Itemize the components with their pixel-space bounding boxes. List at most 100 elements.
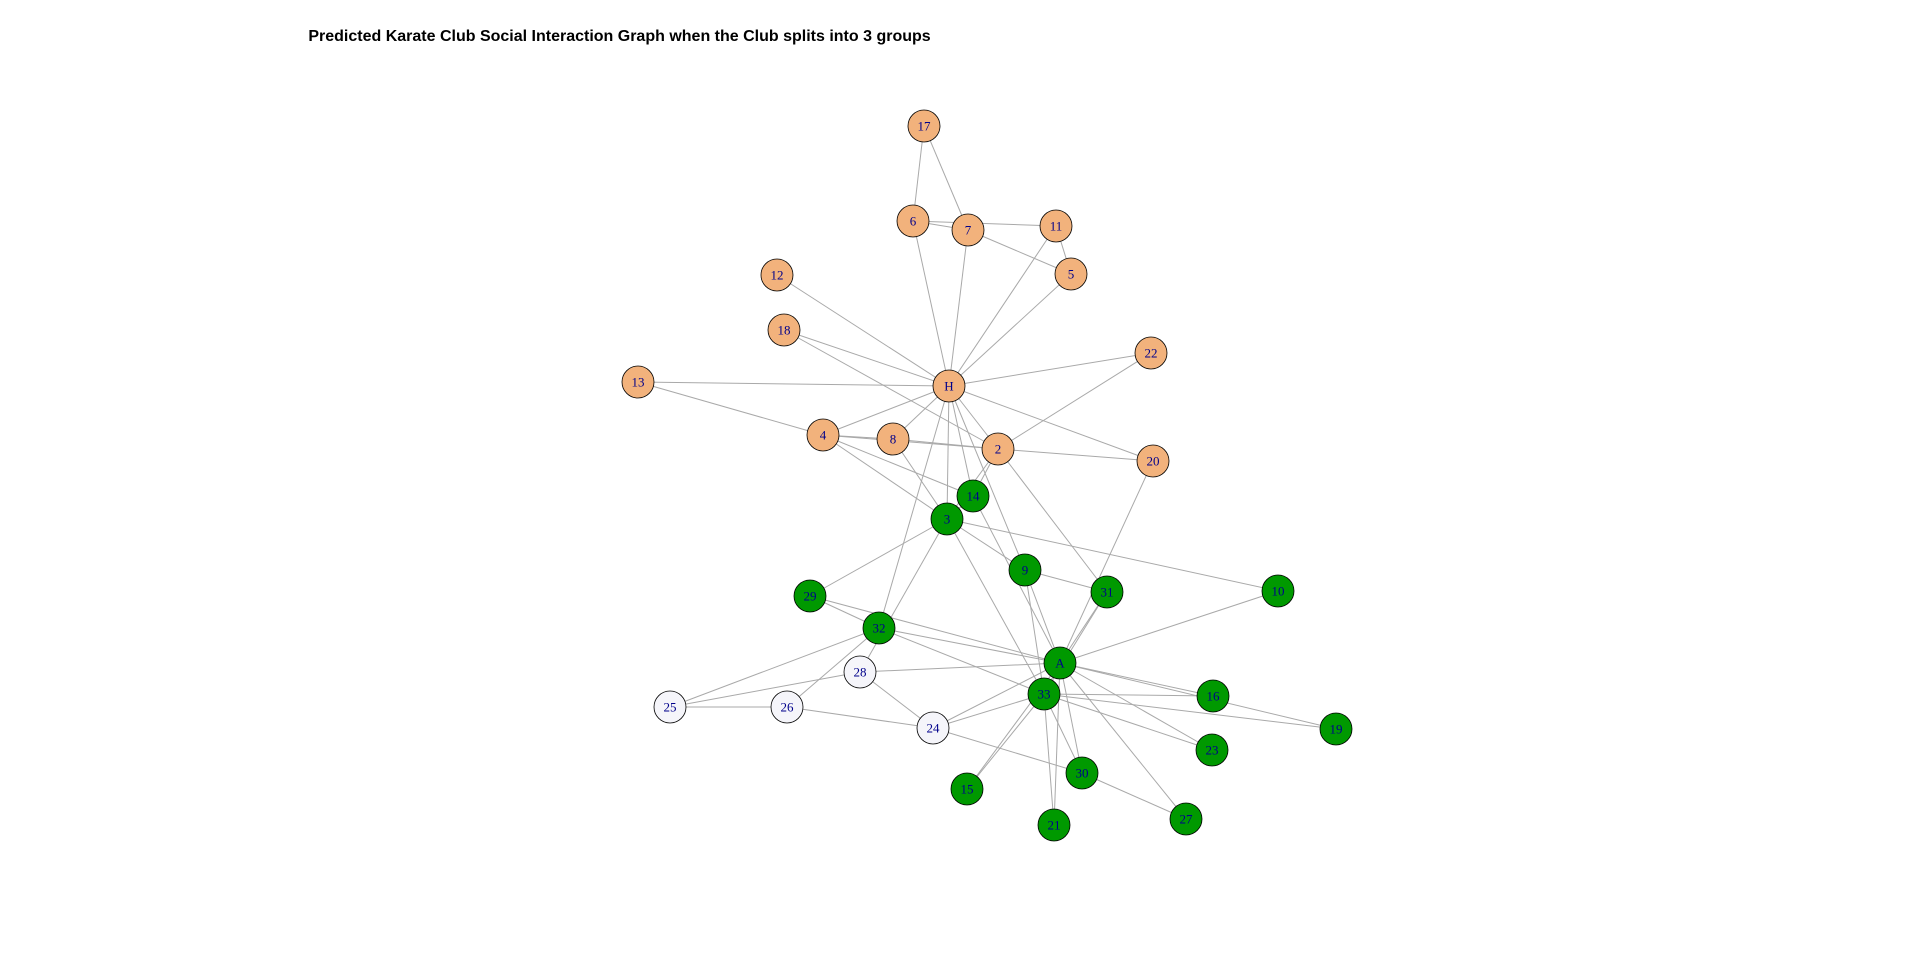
node-label: 24 bbox=[927, 721, 941, 736]
node-16: 16 bbox=[1196, 679, 1230, 713]
edge-H-11 bbox=[948, 225, 1057, 387]
node-circle bbox=[621, 365, 655, 399]
node-circle bbox=[1065, 756, 1099, 790]
node-circle bbox=[1169, 802, 1203, 836]
node-label: 25 bbox=[664, 700, 677, 715]
node-label: A bbox=[1055, 656, 1065, 671]
node-33: 33 bbox=[1027, 677, 1061, 711]
edge-24-33 bbox=[932, 693, 1045, 729]
edge-27-30 bbox=[1081, 772, 1187, 820]
node-circle bbox=[932, 369, 966, 403]
node-10: 10 bbox=[1261, 574, 1295, 608]
edge-27-A bbox=[1059, 662, 1187, 820]
node-label: 32 bbox=[873, 621, 886, 636]
node-label: 10 bbox=[1272, 584, 1285, 599]
edge-H-9 bbox=[948, 385, 1026, 571]
node-label: 12 bbox=[771, 268, 784, 283]
edge-23-A bbox=[1059, 662, 1213, 751]
node-label: 20 bbox=[1147, 454, 1160, 469]
node-label: 21 bbox=[1048, 818, 1061, 833]
edge-H-6 bbox=[912, 220, 950, 387]
edge-5-7 bbox=[967, 229, 1072, 275]
edge-3-10 bbox=[946, 518, 1279, 592]
edge-24-A bbox=[932, 662, 1061, 729]
node-circle bbox=[956, 479, 990, 513]
node-label: 30 bbox=[1076, 766, 1089, 781]
node-circle bbox=[770, 690, 804, 724]
node-19: 19 bbox=[1319, 712, 1353, 746]
node-circle bbox=[1037, 808, 1071, 842]
node-circle bbox=[843, 655, 877, 689]
node-13: 13 bbox=[621, 365, 655, 399]
node-circle bbox=[950, 772, 984, 806]
node-23: 23 bbox=[1195, 733, 1229, 767]
node-30: 30 bbox=[1065, 756, 1099, 790]
edge-3-4 bbox=[822, 434, 948, 520]
edge-H-22 bbox=[948, 352, 1152, 387]
node-11: 11 bbox=[1039, 209, 1073, 243]
node-32: 32 bbox=[862, 611, 896, 645]
node-circle bbox=[981, 432, 1015, 466]
node-17: 17 bbox=[907, 109, 941, 143]
edge-H-14 bbox=[948, 385, 974, 497]
node-28: 28 bbox=[843, 655, 877, 689]
node-label: 31 bbox=[1101, 585, 1114, 600]
node-29: 29 bbox=[793, 579, 827, 613]
node-label: 18 bbox=[778, 323, 791, 338]
node-label: 14 bbox=[967, 489, 981, 504]
node-circle bbox=[1008, 553, 1042, 587]
node-label: 22 bbox=[1145, 346, 1158, 361]
node-label: 9 bbox=[1022, 563, 1029, 578]
node-label: 11 bbox=[1050, 219, 1063, 234]
edge-19-33 bbox=[1043, 693, 1337, 730]
node-circle bbox=[1195, 733, 1229, 767]
edge-9-A bbox=[1024, 569, 1061, 664]
node-circle bbox=[1319, 712, 1353, 746]
node-label: 16 bbox=[1207, 689, 1221, 704]
node-label: 33 bbox=[1038, 687, 1051, 702]
node-7: 7 bbox=[951, 213, 985, 247]
edge-24-26 bbox=[786, 706, 934, 729]
node-circle bbox=[896, 204, 930, 238]
edges-layer bbox=[637, 125, 1337, 826]
edge-16-33 bbox=[1043, 693, 1214, 697]
edge-20-A bbox=[1059, 460, 1154, 664]
node-label: 13 bbox=[632, 375, 645, 390]
edge-2-18 bbox=[783, 329, 999, 450]
node-label: 19 bbox=[1330, 722, 1343, 737]
node-circle bbox=[1054, 257, 1088, 291]
node-circle bbox=[1136, 444, 1170, 478]
edge-2-8 bbox=[892, 438, 999, 450]
edge-2-22 bbox=[997, 352, 1152, 450]
node-label: 29 bbox=[804, 589, 817, 604]
edge-6-11 bbox=[912, 220, 1057, 227]
edge-7-17 bbox=[923, 125, 969, 231]
node-5: 5 bbox=[1054, 257, 1088, 291]
edge-H-5 bbox=[948, 273, 1072, 387]
node-3: 3 bbox=[930, 502, 964, 536]
node-circle bbox=[760, 258, 794, 292]
node-label: 5 bbox=[1068, 267, 1075, 282]
node-20: 20 bbox=[1136, 444, 1170, 478]
edge-16-A bbox=[1059, 662, 1214, 697]
nodes-layer: H234567891011121314151617181920212223242… bbox=[621, 109, 1353, 842]
edge-28-A bbox=[859, 662, 1061, 673]
node-12: 12 bbox=[760, 258, 794, 292]
node-2: 2 bbox=[981, 432, 1015, 466]
node-label: 2 bbox=[995, 442, 1002, 457]
node-circle bbox=[876, 422, 910, 456]
node-31: 31 bbox=[1090, 575, 1124, 609]
node-A: A bbox=[1043, 646, 1077, 680]
node-9: 9 bbox=[1008, 553, 1042, 587]
node-circle bbox=[930, 502, 964, 536]
node-circle bbox=[1134, 336, 1168, 370]
node-label: 3 bbox=[944, 512, 951, 527]
node-circle bbox=[1261, 574, 1295, 608]
edge-32-33 bbox=[878, 627, 1045, 695]
node-15: 15 bbox=[950, 772, 984, 806]
node-4: 4 bbox=[806, 418, 840, 452]
edge-H-18 bbox=[783, 329, 950, 387]
edge-2-20 bbox=[997, 448, 1154, 462]
node-circle bbox=[862, 611, 896, 645]
